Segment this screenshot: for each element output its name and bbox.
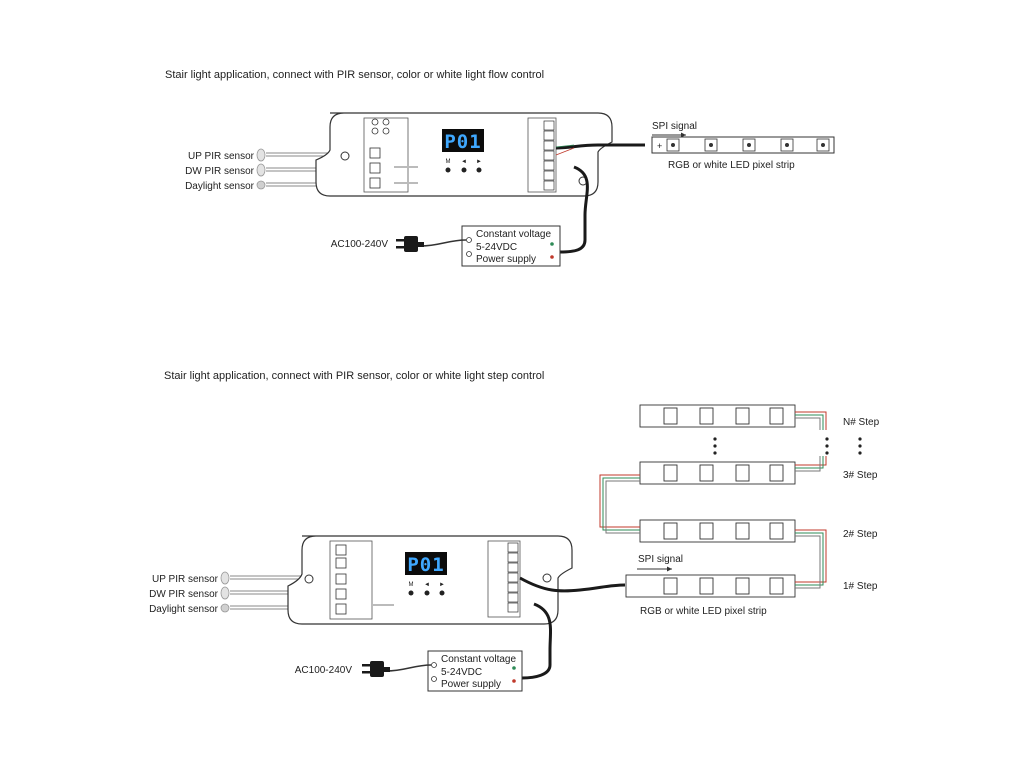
left-button-label: ◄ [461,159,467,165]
daylight-sensor: Daylight sensor [185,180,266,192]
ac-cord [385,664,432,672]
ac-voltage-label: AC100-240V [331,239,389,250]
power-supply-line1: Constant voltage [476,229,551,240]
right-button-label: ► [439,582,445,588]
diagram-flow-control: Stair light application, connect with PI… [165,69,835,267]
led-strip-step-3 [639,461,796,485]
daylight-sensor: Daylight sensor [149,603,230,615]
power-supply-line2: 5-24VDC [441,667,482,678]
ac-plug-icon [396,236,424,252]
mounting-screw-icon [340,151,350,161]
dw-pir-sensor-label: DW PIR sensor [149,589,219,600]
ac-voltage-label: AC100-240V [295,665,353,676]
mode-button-label: M [409,582,414,588]
power-supply: Constant voltage 5-24VDC Power supply [461,225,561,267]
spi-signal-label: SPI signal [652,121,697,132]
spi-cable [555,143,645,150]
continuation-dots [713,437,862,455]
led-strip-label: RGB or white LED pixel strip [640,606,767,617]
power-supply-line3: Power supply [476,254,536,265]
pir-sensor-icon [220,586,230,600]
daylight-sensor-icon [220,603,230,613]
step-3-label: 3# Step [843,470,878,481]
ac-plug-icon [362,661,390,677]
sensor-terminal-block [329,540,373,620]
dw-pir-sensor: DW PIR sensor [185,163,266,177]
led-display [405,552,447,575]
mode-button[interactable] [408,590,414,596]
controller-housing [287,535,573,625]
spi-cable [519,576,626,593]
led-display [442,129,484,152]
diagram1-title: Stair light application, connect with PI… [165,69,544,81]
power-supply-line2: 5-24VDC [476,242,517,253]
stair-controller: P01 M ◄ ► [315,112,613,197]
up-pir-sensor-label: UP PIR sensor [188,151,255,162]
left-button-label: ◄ [424,582,430,588]
step-n-label: N# Step [843,417,880,428]
daylight-sensor-label: Daylight sensor [149,604,219,615]
led-strip-label: RGB or white LED pixel strip [668,160,795,171]
right-button-label: ► [476,159,482,165]
sensor-terminal-block [363,117,409,193]
left-button[interactable] [424,590,430,596]
daylight-sensor-label: Daylight sensor [185,181,255,192]
mode-button-label: M [446,159,451,165]
led-strip-step-2 [639,519,796,543]
pir-sensor-icon [256,163,266,177]
stair-controller: P01 M ◄ ► [287,535,573,625]
diagram-step-control: Stair light application, connect with PI… [149,370,880,692]
led-pixel-strip: + [651,136,835,154]
power-supply: Constant voltage 5-24VDC Power supply [427,650,523,692]
left-button[interactable] [461,167,467,173]
display-readout: P01 [444,131,481,153]
svg-text:+: + [657,141,662,151]
up-pir-sensor: UP PIR sensor [152,571,230,585]
mounting-screw-icon [542,573,552,583]
dw-pir-sensor-label: DW PIR sensor [185,166,255,177]
pir-sensor-icon [256,148,266,162]
power-cable [559,165,589,254]
up-pir-sensor: UP PIR sensor [188,148,266,162]
power-supply-line1: Constant voltage [441,654,516,665]
step-wiring [599,411,827,589]
step-1-label: 1# Step [843,581,878,592]
led-strip-step-n [639,404,796,428]
power-supply-line3: Power supply [441,679,501,690]
diagram2-title: Stair light application, connect with PI… [164,370,544,382]
controller-housing [315,112,613,197]
up-pir-sensor-label: UP PIR sensor [152,574,219,585]
mounting-screw-icon [304,574,314,584]
mode-button[interactable] [445,167,451,173]
step-2-label: 2# Step [843,529,878,540]
right-button[interactable] [439,590,445,596]
power-cable [521,602,552,680]
display-readout: P01 [407,554,444,576]
spi-signal-label: SPI signal [638,554,683,565]
dw-pir-sensor: DW PIR sensor [149,586,230,600]
pir-sensor-icon [220,571,230,585]
ac-cord [419,239,467,247]
right-button[interactable] [476,167,482,173]
daylight-sensor-icon [256,180,266,190]
led-strip-step-1 [625,574,796,598]
